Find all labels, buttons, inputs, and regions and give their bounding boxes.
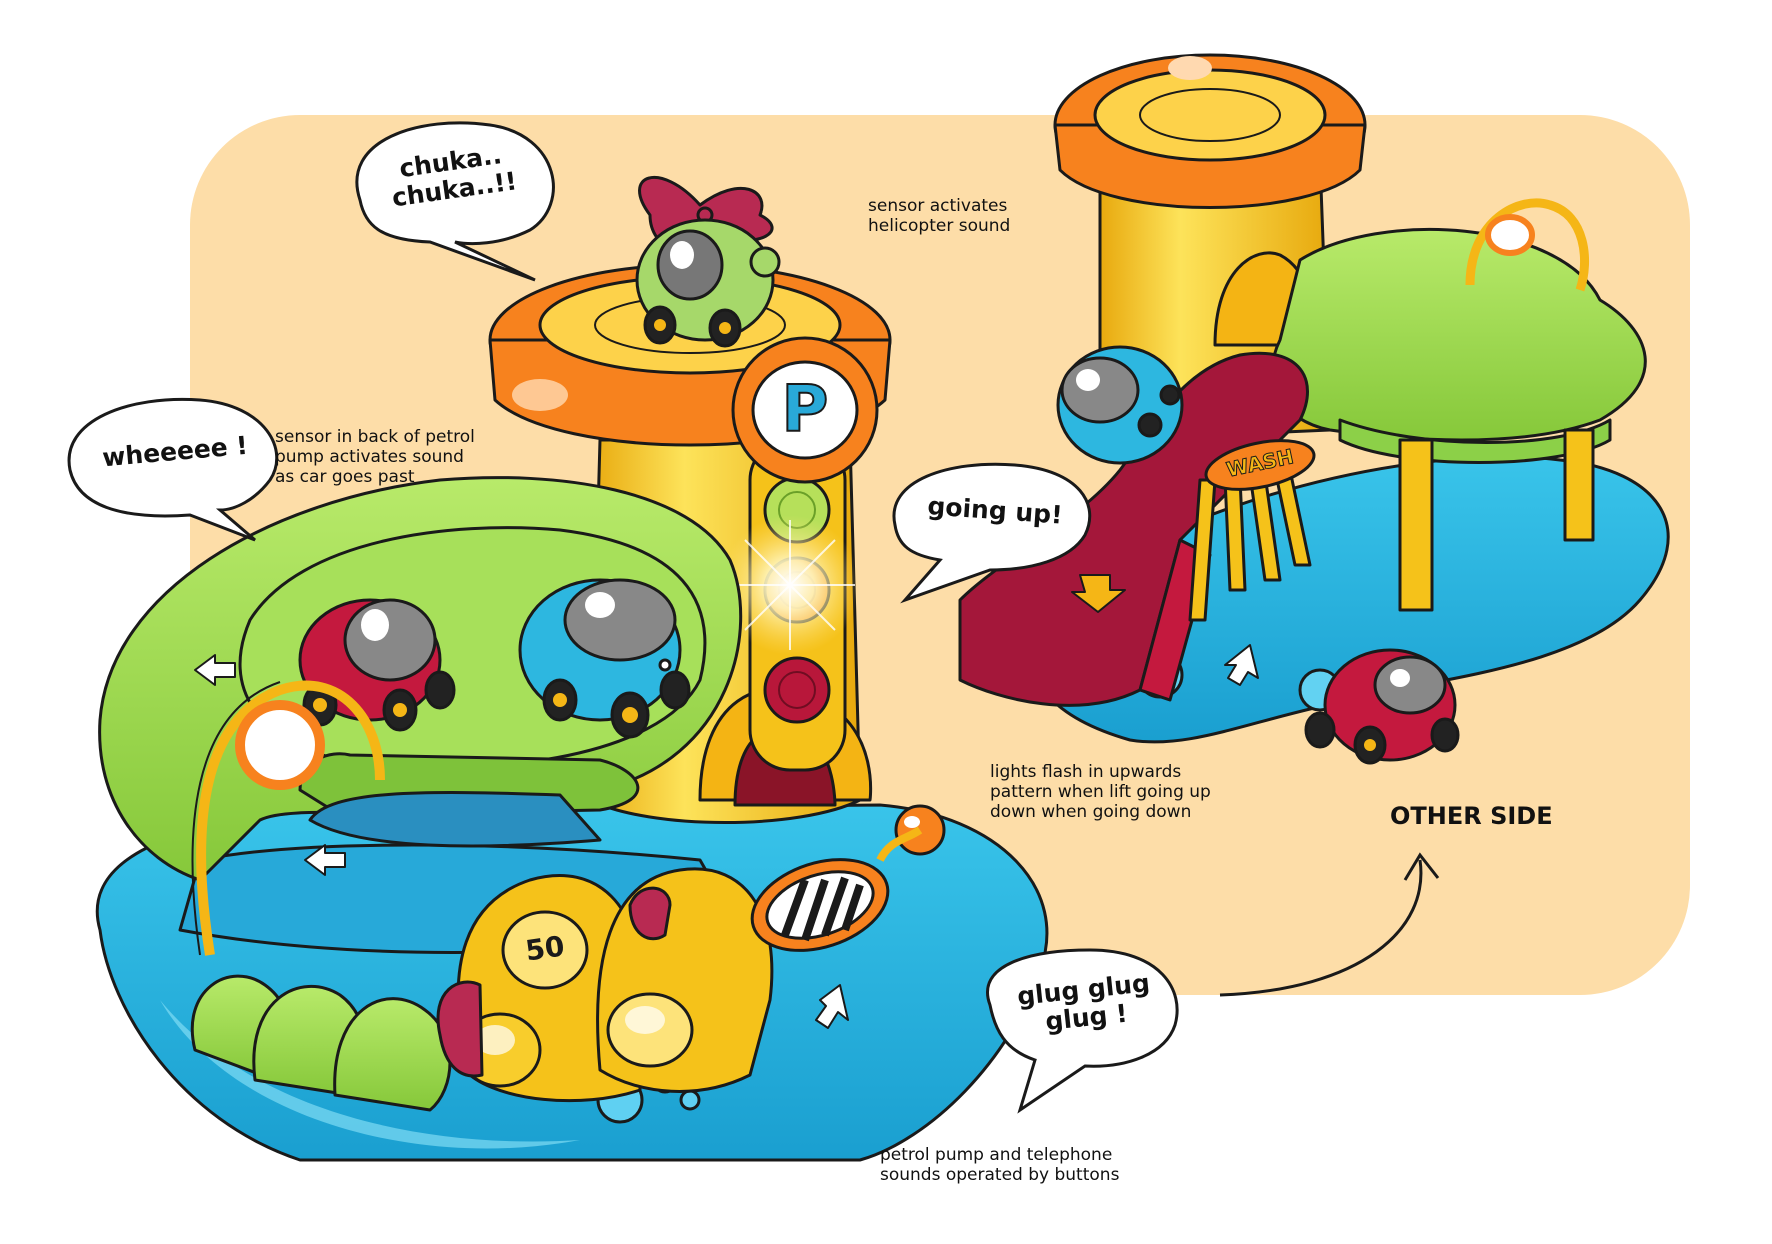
arrow-icon xyxy=(1224,644,1259,686)
pillar xyxy=(1398,438,1434,612)
bubble-lift xyxy=(892,462,1092,604)
telephone-pump xyxy=(436,867,774,1093)
light-red xyxy=(763,656,831,724)
base-bubble xyxy=(679,1089,701,1111)
wash-sign xyxy=(1204,439,1316,491)
back-toy xyxy=(958,53,1670,765)
note-helicopter-sensor: sensor activates helicopter sound xyxy=(868,196,1011,236)
bubble-pump xyxy=(986,948,1179,1114)
curved-arrow-icon xyxy=(1219,859,1423,997)
arrow-icon xyxy=(194,654,236,686)
toy-helicopter xyxy=(635,176,781,348)
slide-arrow-icon xyxy=(1071,574,1126,613)
arrowhead-icon xyxy=(1403,852,1440,881)
ramp-tunnel xyxy=(308,791,602,848)
arrow-icon xyxy=(815,984,849,1029)
toy-car-blue xyxy=(518,578,691,739)
red-phone xyxy=(436,980,484,1078)
nozzle xyxy=(628,886,672,941)
handle-ring xyxy=(1465,198,1590,292)
bubble-slide xyxy=(67,397,279,542)
green-bump xyxy=(333,997,452,1112)
back-car-blue xyxy=(1056,345,1184,465)
note-lift-lights: lights flash in upwards pattern when lif… xyxy=(990,762,1211,822)
barrier-sign xyxy=(750,804,946,952)
mirror-arch xyxy=(196,680,385,956)
petrol-pump xyxy=(456,874,642,1103)
other-side-label: OTHER SIDE xyxy=(1390,802,1553,830)
front-toy xyxy=(95,176,1049,1162)
mirror-ring xyxy=(235,700,325,790)
speech-bubbles xyxy=(67,121,1179,1114)
pillar xyxy=(1563,428,1595,542)
note-pump-sensor: sensor in back of petrol pump activates … xyxy=(275,427,475,487)
parking-sign-letter: P xyxy=(781,372,830,448)
back-car-red xyxy=(1304,648,1460,765)
arrow-icon xyxy=(304,844,346,876)
bubble-helicopter xyxy=(355,121,555,282)
note-pump-buttons: petrol pump and telephone sounds operate… xyxy=(880,1145,1120,1185)
